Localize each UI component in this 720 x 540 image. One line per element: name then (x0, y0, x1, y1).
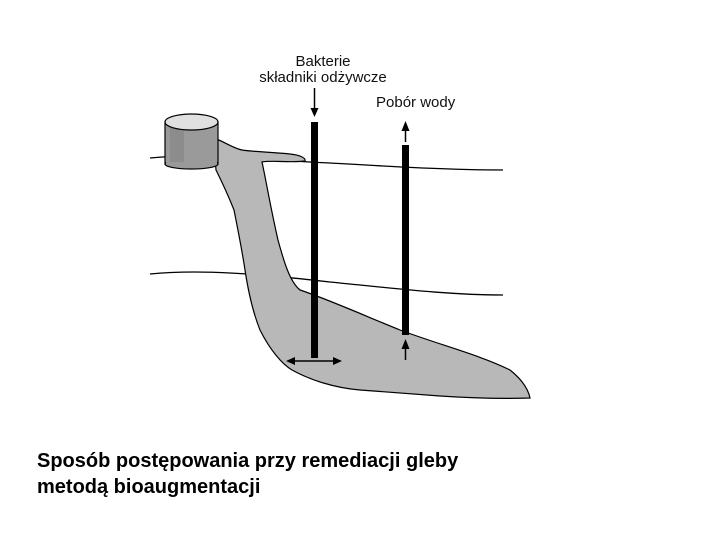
injection-label-line1: Bakterie (295, 53, 351, 70)
caption-line2: metodą bioaugmentacji (37, 476, 261, 498)
injection-label: Bakterie składniki odżywcze (248, 54, 398, 86)
extraction-label: Pobór wody (376, 94, 456, 111)
lateral-spread-arrow-icon (286, 357, 342, 365)
extraction-arrow-up-icon (401, 121, 410, 142)
injection-arrow-down-icon (310, 88, 319, 117)
inflow-arrow-up-icon (401, 339, 410, 360)
figure-caption: Sposób postępowania przy remediacji gleb… (37, 448, 637, 500)
extraction-well (402, 145, 409, 335)
contaminant-plume (212, 137, 531, 399)
source-tank-icon (164, 113, 219, 170)
injection-label-line2: składniki odżywcze (259, 69, 387, 86)
groundwater-line (149, 271, 504, 296)
injection-well (311, 122, 318, 358)
caption-line1: Sposób postępowania przy remediacji gleb… (37, 450, 459, 472)
